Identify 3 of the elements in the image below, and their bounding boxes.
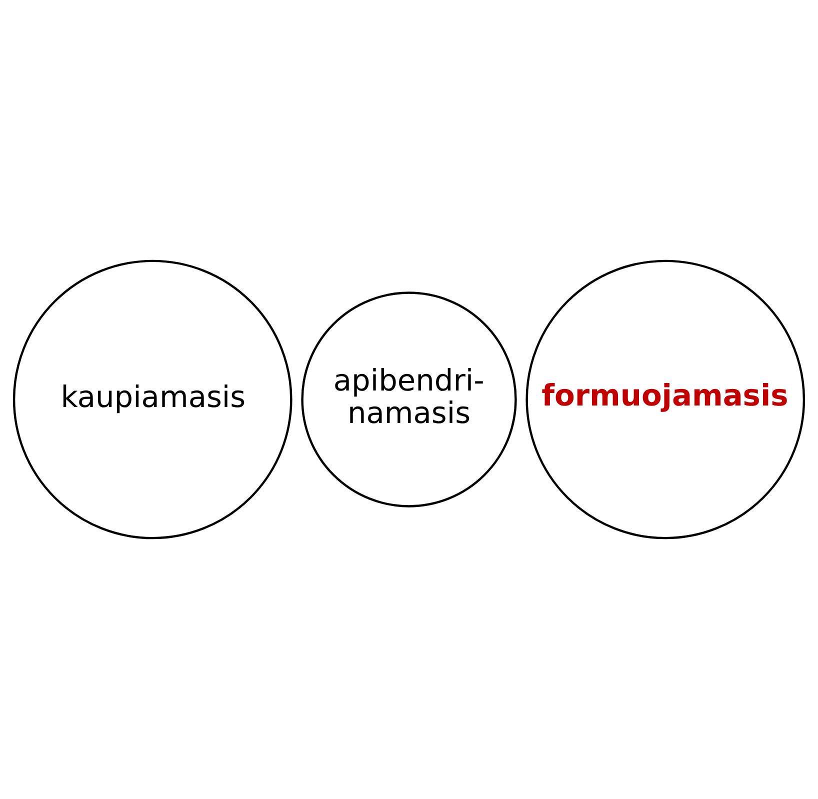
node-circle: kaupiamasis bbox=[12, 260, 292, 540]
node-circle: formuojamasis bbox=[526, 260, 806, 540]
node-circle: apibendri- namasis bbox=[301, 292, 517, 508]
